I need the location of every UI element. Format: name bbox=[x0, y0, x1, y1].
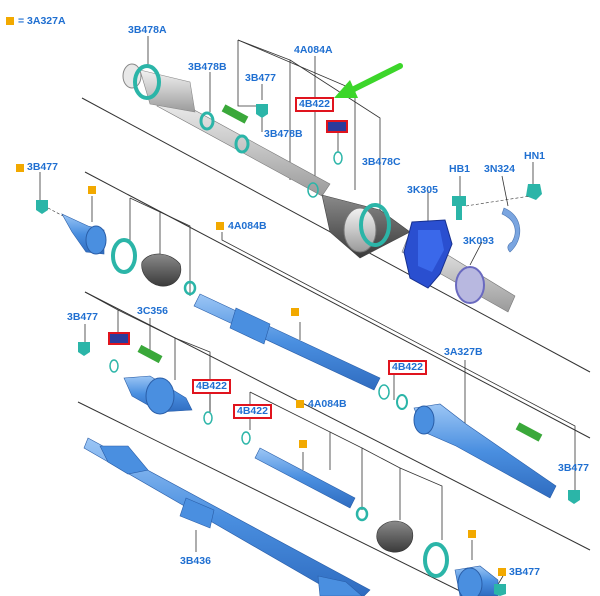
bottom-shaft-damper bbox=[179, 497, 215, 529]
ring-3b478b-upper bbox=[199, 111, 215, 131]
label-hn1: HN1 bbox=[524, 150, 546, 162]
lower-circlip-mid bbox=[203, 411, 213, 425]
marker-4a084b-icon bbox=[216, 222, 224, 230]
nut-hn1 bbox=[526, 184, 542, 200]
marker-3b477-middle-icon bbox=[16, 164, 24, 172]
middle-boot bbox=[141, 253, 182, 287]
upper-half-shaft-assembly bbox=[122, 63, 542, 313]
clip-3b477-right bbox=[568, 490, 580, 504]
label-3k305: 3K305 bbox=[407, 184, 438, 196]
bottom-half-shaft-3b436 bbox=[83, 437, 371, 596]
bottom-shaft-end-joint bbox=[317, 575, 363, 596]
grease-pack-3c356 bbox=[137, 344, 163, 364]
inner-joint-3a327b-face bbox=[413, 405, 435, 435]
middle-half-shaft-assembly bbox=[36, 200, 580, 504]
middle-circlip-1 bbox=[378, 384, 390, 400]
label-3k093: 3K093 bbox=[463, 235, 494, 247]
bottom-shaft-joint bbox=[99, 445, 149, 475]
label-3b477-lower-right: 3B477 bbox=[509, 566, 540, 578]
marker-joint-middle-icon bbox=[88, 186, 96, 194]
label-4b422-lower-mid: 4B422 bbox=[233, 404, 272, 419]
lower-boot bbox=[376, 520, 414, 553]
grease-pack-right bbox=[515, 422, 543, 442]
label-3b477-lower-left: 3B477 bbox=[67, 311, 98, 323]
grease-pack-upper bbox=[221, 104, 249, 124]
label-3b477-middle: 3B477 bbox=[27, 161, 58, 173]
legend-marker-icon bbox=[6, 17, 14, 25]
marker-3b477-right-icon bbox=[468, 530, 476, 538]
marker-3b477-lower-icon bbox=[498, 568, 506, 576]
lower-ring-large bbox=[423, 542, 449, 578]
label-4b422-right: 4B422 bbox=[388, 360, 427, 375]
marker-4a084b-lower-icon bbox=[296, 400, 304, 408]
lower-outer-joint-face bbox=[457, 567, 483, 596]
clamp-3n324 bbox=[501, 207, 521, 253]
lower-inner-joint-face bbox=[145, 377, 175, 415]
legend-text: = 3A327A bbox=[18, 15, 66, 27]
label-3b477-top: 3B477 bbox=[245, 72, 276, 84]
lower-circlip-left bbox=[109, 359, 119, 373]
label-3n324: 3N324 bbox=[484, 163, 515, 175]
label-4a084a: 4A084A bbox=[294, 44, 333, 56]
highlight-marker-lower bbox=[108, 332, 130, 345]
label-3b436: 3B436 bbox=[180, 555, 211, 567]
ring-3b478c bbox=[359, 203, 391, 247]
upper-shaft-end bbox=[122, 63, 142, 89]
bolt-axis-line bbox=[465, 195, 531, 207]
label-3a327b: 3A327B bbox=[444, 346, 483, 358]
middle-outer-joint-face bbox=[85, 225, 107, 255]
label-4b422-top: 4B422 bbox=[295, 97, 334, 112]
label-4a084b-lower: 4A084B bbox=[308, 398, 347, 410]
lower-shaft-segment bbox=[254, 447, 356, 509]
ring-3b478b-lower bbox=[234, 134, 250, 154]
label-3b477-right: 3B477 bbox=[558, 462, 589, 474]
label-4b422-lower-left: 4B422 bbox=[192, 379, 231, 394]
lower-clip-small bbox=[355, 506, 369, 522]
label-hb1: HB1 bbox=[449, 163, 471, 175]
bracket-3k305-detail bbox=[418, 230, 444, 272]
label-3b478b-top: 3B478B bbox=[188, 61, 227, 73]
circlip-upper bbox=[307, 182, 319, 198]
clip-3b477-middle bbox=[36, 200, 48, 214]
upper-outer-boot bbox=[139, 69, 196, 113]
label-3c356: 3C356 bbox=[137, 305, 168, 317]
green-arrow-icon bbox=[334, 63, 403, 98]
middle-circlip-2 bbox=[396, 394, 408, 410]
lower-half-shaft-assembly bbox=[78, 342, 506, 596]
inner-joint-3a327b bbox=[413, 403, 557, 499]
label-4a084b-middle: 4A084B bbox=[228, 220, 267, 232]
marker-lower-segment-icon bbox=[299, 440, 307, 448]
bearing-3k093 bbox=[455, 266, 485, 304]
ring-3b478a bbox=[133, 64, 161, 100]
marker-damper-icon bbox=[291, 308, 299, 316]
bottom-shaft-body bbox=[83, 437, 371, 596]
bolt-hb1 bbox=[452, 196, 466, 220]
middle-ring-large bbox=[111, 238, 137, 274]
clip-3b477-upper bbox=[256, 104, 268, 118]
highlight-marker-upper bbox=[326, 120, 348, 133]
middle-shaft-damper bbox=[229, 307, 271, 345]
label-3b478b-lower: 3B478B bbox=[264, 128, 303, 140]
label-3b478c: 3B478C bbox=[362, 156, 401, 168]
clip-3b477-lower-right bbox=[494, 584, 506, 596]
middle-clip-small bbox=[183, 280, 197, 296]
clip-3b477-lower-left bbox=[78, 342, 90, 356]
circlip-upper-small bbox=[333, 151, 343, 165]
label-3b478a: 3B478A bbox=[128, 24, 167, 36]
lower-circlip-mid-2 bbox=[241, 431, 251, 445]
